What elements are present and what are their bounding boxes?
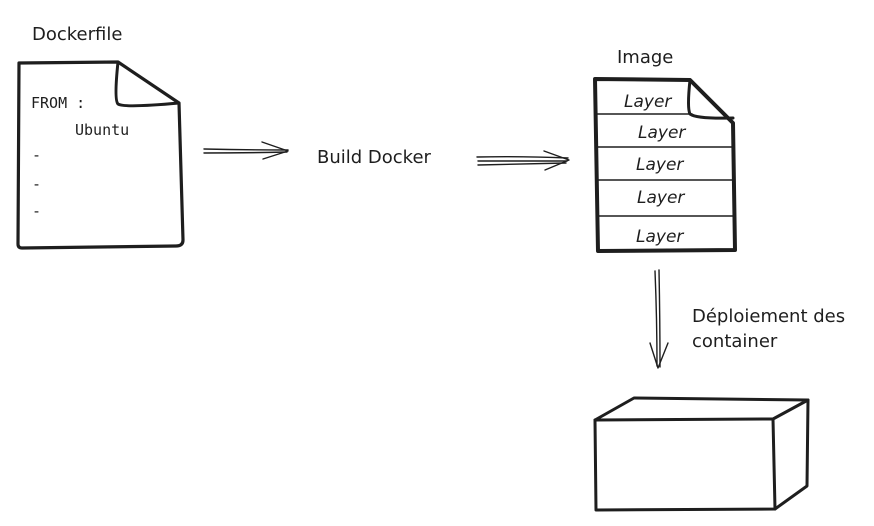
- dockerfile-group: Dockerfile FROM : Ubuntu - - -: [16, 24, 185, 250]
- deploy-label-line2: container: [692, 331, 778, 352]
- image-stack-outline: [593, 77, 737, 253]
- arrow-to-container: [649, 269, 669, 369]
- image-group: Image Layer Layer Layer Layer Layer: [593, 47, 737, 253]
- image-layer-label: Layer: [637, 188, 685, 208]
- arrow-to-image: [476, 150, 570, 171]
- image-layer-label: Layer: [624, 92, 672, 112]
- dockerfile-fold-icon: [114, 60, 181, 108]
- arrow-head-icon: [649, 342, 669, 369]
- deploy-label-line1: Déploiement des: [692, 306, 845, 327]
- dockerfile-page-icon: [16, 60, 185, 250]
- dockerfile-line-from: FROM :: [31, 94, 85, 112]
- dockerfile-bullet: -: [32, 175, 41, 193]
- arrow-to-build: [203, 141, 289, 160]
- dockerfile-line-ubuntu: Ubuntu: [75, 121, 129, 139]
- image-title: Image: [617, 47, 673, 68]
- dockerfile-bullet: -: [32, 146, 41, 164]
- image-layer-label: Layer: [638, 123, 686, 143]
- dockerfile-bullet: -: [32, 202, 41, 220]
- dockerfile-title: Dockerfile: [32, 24, 122, 45]
- build-docker-label: Build Docker: [317, 147, 432, 168]
- image-layer-label: Layer: [636, 155, 684, 175]
- arrow-head-icon: [261, 141, 289, 160]
- image-layer-label: Layer: [636, 227, 684, 247]
- arrow-head-icon: [543, 150, 570, 171]
- container-box: [593, 396, 810, 512]
